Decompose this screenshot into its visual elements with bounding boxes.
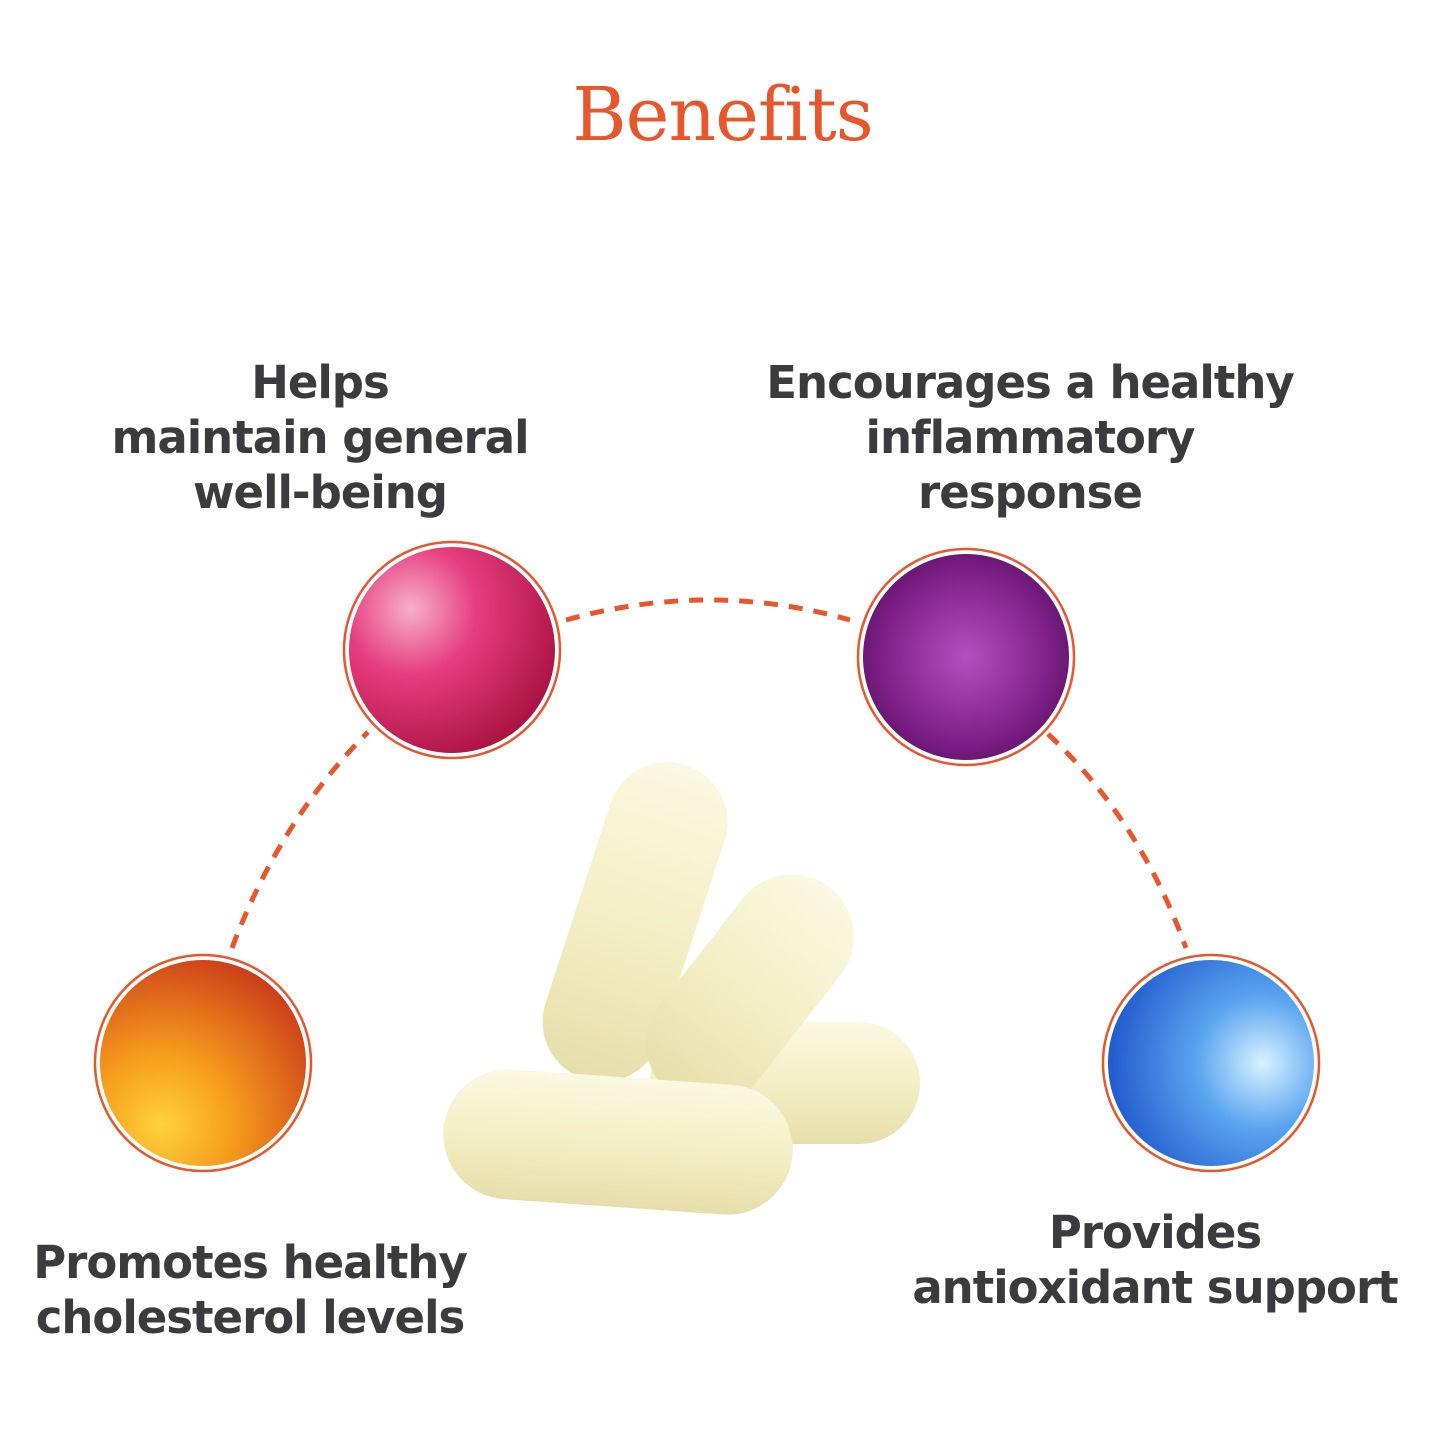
benefit-antioxidant: Provides antioxidant support [912, 1206, 1398, 1314]
blue-flower-image [1101, 953, 1321, 1173]
benefit-well-being: Helps maintain general well-being [111, 356, 530, 519]
benefit-cholesterol: Promotes healthy cholesterol levels [33, 1236, 468, 1344]
orange-flower-image [93, 953, 313, 1173]
purple-flower-image [856, 547, 1076, 767]
benefit-inflammatory: Encourages a healthy inflammatory respon… [766, 356, 1294, 519]
dashed-connector [229, 597, 1189, 949]
pink-flower-image [342, 540, 562, 760]
capsules-image [443, 762, 920, 1215]
page-title: Benefits [572, 72, 873, 158]
